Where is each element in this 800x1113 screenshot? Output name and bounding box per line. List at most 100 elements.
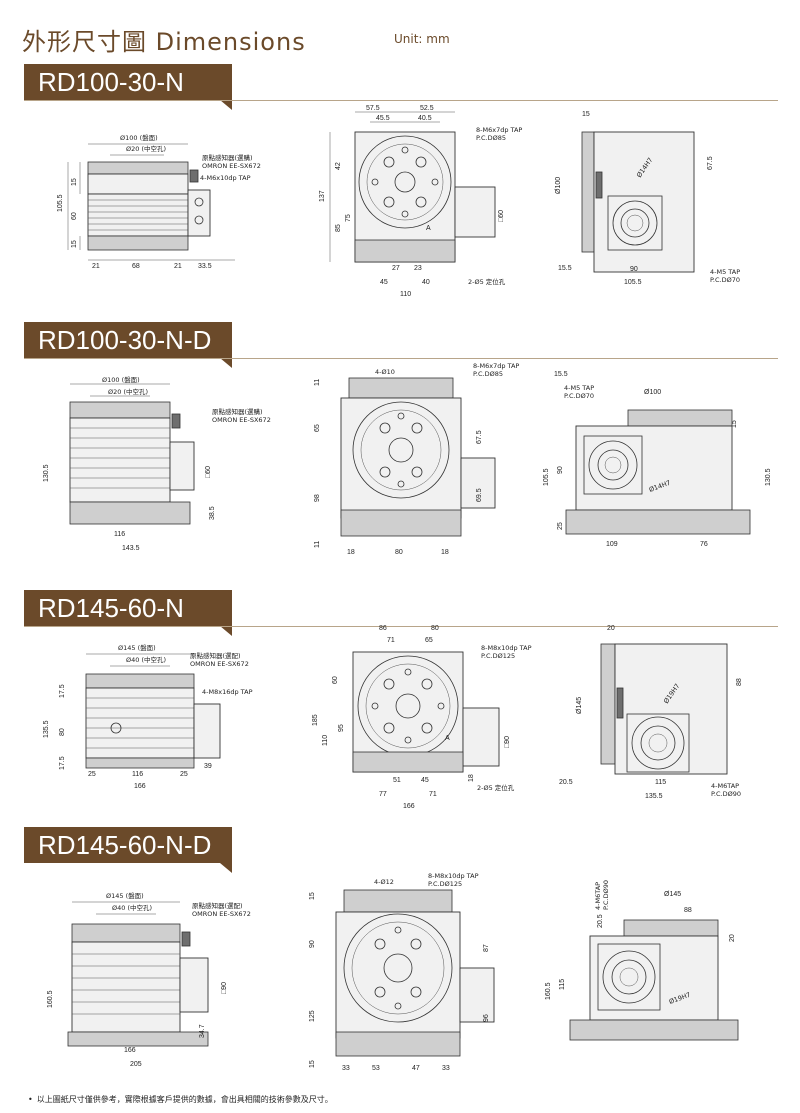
dimension-label: 15.5 bbox=[554, 371, 568, 378]
rd145d-top-view-svg: 4-Ø12 8-M8x10dp TAP P.C.DØ125 15 90 125 … bbox=[309, 872, 495, 1072]
dimension-label: 109 bbox=[606, 541, 618, 548]
rd145d-top-view: 4-Ø12 8-M8x10dp TAP P.C.DØ125 15 90 125 … bbox=[300, 872, 520, 1077]
drawing-note: OMRON EE-SX672 bbox=[192, 910, 251, 918]
dimension-label: 38.5 bbox=[209, 506, 216, 520]
dimension-label: 95 bbox=[338, 724, 345, 732]
header-notch bbox=[220, 863, 232, 873]
drawing-note: OMRON EE-SX672 bbox=[202, 162, 261, 170]
section-header-rd145-60-n: RD145-60-N bbox=[24, 590, 232, 636]
footnote-bullet: • bbox=[28, 1095, 33, 1104]
drawing-note: Ø40 (中空孔) bbox=[112, 903, 152, 912]
dimension-label: 67.5 bbox=[707, 156, 714, 170]
dimension-label: 76 bbox=[700, 541, 708, 548]
dimension-label: 166 bbox=[403, 803, 415, 810]
drawing-note: Ø100 (盤面) bbox=[102, 375, 140, 384]
drawing-note: 4-M5 TAP bbox=[710, 268, 740, 276]
dimension-label: 53 bbox=[372, 1065, 380, 1072]
dimension-label: 68 bbox=[132, 263, 140, 270]
dimension-label: 45 bbox=[380, 279, 388, 286]
dimension-label: A bbox=[426, 225, 431, 232]
drawing-note: 4-M6x10dp TAP bbox=[200, 174, 251, 182]
drawing-note: P.C.DØ70 bbox=[710, 276, 740, 284]
drawing-note: 8-M6x7dp TAP bbox=[473, 362, 519, 370]
dimension-label: 115 bbox=[559, 979, 566, 990]
dimension-label: 18 bbox=[441, 549, 449, 556]
drawing-note: 4-M8x16dp TAP bbox=[202, 688, 253, 696]
footnote-text: 以上圖紙尺寸僅供參考，實際根據客戶提供的數據，會出具相關的技術參數及尺寸。 bbox=[36, 1095, 333, 1104]
section-model-label: RD145-60-N-D bbox=[38, 830, 212, 860]
footnote: •以上圖紙尺寸僅供參考，實際根據客戶提供的數據，會出具相關的技術參數及尺寸。 bbox=[28, 1094, 333, 1105]
dimension-label: □60 bbox=[205, 466, 212, 478]
rd145-side-view-svg: Ø145 (盤面) Ø40 (中空孔) 原點感知器(選配) OMRON EE-S… bbox=[43, 643, 253, 790]
drawing-note: P.C.DØ85 bbox=[476, 134, 506, 142]
dimension-label: 20.5 bbox=[597, 914, 604, 928]
header-notch bbox=[220, 626, 232, 636]
page-title: 外形尺寸圖 Dimensions Unit: mm bbox=[22, 22, 450, 56]
dimension-label: 60 bbox=[332, 676, 339, 684]
dimension-label: □90 bbox=[504, 736, 511, 748]
dimension-label: 90 bbox=[309, 940, 316, 948]
dimension-label: 166 bbox=[124, 1047, 136, 1054]
drawing-note: P.C.DØ70 bbox=[564, 392, 594, 400]
header-notch bbox=[220, 100, 232, 110]
section-header-rd100-30-n-d: RD100-30-N-D bbox=[24, 322, 232, 368]
dimension-label: 71 bbox=[429, 791, 437, 798]
dimension-label: 15 bbox=[309, 892, 316, 900]
drawing-note: 原點感知器(選配) bbox=[190, 651, 241, 660]
drawing-note: Ø20 (中空孔) bbox=[108, 387, 148, 396]
dimension-label: 23 bbox=[414, 265, 422, 272]
dimension-label: 166 bbox=[134, 783, 146, 790]
rd100d-side-view: Ø100 (盤面) Ø20 (中空孔) □60 原點感知器(選購) OMRON … bbox=[40, 372, 290, 562]
dimension-label: 20 bbox=[607, 625, 615, 632]
dimension-label: 15.5 bbox=[558, 265, 572, 272]
dimension-label: 11 bbox=[314, 541, 321, 548]
dimension-label: 18 bbox=[468, 774, 475, 782]
dimension-label: 25 bbox=[180, 771, 188, 778]
rd100d-front-view: 15.5 4-M5 TAP P.C.DØ70 Ø100 15 Ø14H7 105… bbox=[540, 370, 780, 550]
dimension-label: 67.5 bbox=[476, 430, 483, 444]
rd100-front-view: 15 Ø100 67.5 Ø14H7 15.5 90 105.5 4-M5 TA… bbox=[550, 108, 780, 298]
dimension-label: 88 bbox=[684, 907, 692, 914]
dimension-label: 40 bbox=[422, 279, 430, 286]
header-notch bbox=[220, 358, 232, 368]
dimension-label: □90 bbox=[221, 982, 228, 994]
rd100-front-view-svg: 15 Ø100 67.5 Ø14H7 15.5 90 105.5 4-M5 TA… bbox=[555, 111, 740, 286]
rd145d-front-view-svg: 4-M6TAP P.C.DØ90 Ø145 88 20.5 20 Ø19H7 1… bbox=[545, 880, 739, 1041]
dimension-label: 20.5 bbox=[559, 779, 573, 786]
dimension-label: 137 bbox=[319, 190, 326, 202]
dimension-label: □60 bbox=[498, 210, 505, 222]
dimension-label: 15 bbox=[582, 111, 590, 118]
dimension-label: 11 bbox=[314, 379, 321, 386]
dimension-label: 80 bbox=[395, 549, 403, 556]
dimension-label: 110 bbox=[322, 735, 329, 746]
drawing-note: 原點感知器(選購) bbox=[212, 407, 263, 416]
dimension-label: 130.5 bbox=[765, 468, 772, 486]
dimension-label: 116 bbox=[114, 531, 125, 538]
dimension-label: Ø145 bbox=[576, 697, 583, 714]
dimension-label: 15 bbox=[309, 1060, 316, 1068]
section-divider bbox=[24, 358, 778, 359]
dimension-label: 88 bbox=[736, 678, 743, 686]
rd145-front-view: 20 Ø145 88 Ø19H7 20.5 115 135.5 4-M6TAP … bbox=[555, 624, 785, 809]
dimension-label: 205 bbox=[130, 1061, 142, 1068]
drawing-note: 原點感知器(選購) bbox=[202, 153, 253, 162]
dimension-label: 110 bbox=[400, 291, 411, 298]
dimension-label: Ø145 bbox=[664, 891, 681, 898]
rd145d-front-view: 4-M6TAP P.C.DØ90 Ø145 88 20.5 20 Ø19H7 1… bbox=[540, 880, 780, 1060]
drawing-note: P.C.DØ90 bbox=[711, 790, 741, 798]
dimension-label: 86 bbox=[379, 625, 387, 632]
rd145d-side-view: Ø145 (盤面) Ø40 (中空孔) 原點感知器(選配) OMRON EE-S… bbox=[40, 888, 290, 1078]
dimension-label: 51 bbox=[393, 777, 401, 784]
dimension-label: Ø100 bbox=[644, 389, 661, 396]
dimension-label: 130.5 bbox=[43, 464, 50, 482]
dimension-label: 47 bbox=[412, 1065, 420, 1072]
drawing-note: 8-M6x7dp TAP bbox=[476, 126, 522, 134]
drawing-note: P.C.DØ90 bbox=[602, 880, 610, 910]
dimension-label: 135.5 bbox=[645, 793, 663, 800]
rd100d-side-view-svg: Ø100 (盤面) Ø20 (中空孔) □60 原點感知器(選購) OMRON … bbox=[43, 375, 271, 552]
dimension-label: 20 bbox=[729, 934, 736, 942]
section-divider bbox=[24, 100, 778, 101]
dimension-label: 105.5 bbox=[543, 468, 550, 486]
dimension-label: 96 bbox=[483, 1014, 490, 1022]
